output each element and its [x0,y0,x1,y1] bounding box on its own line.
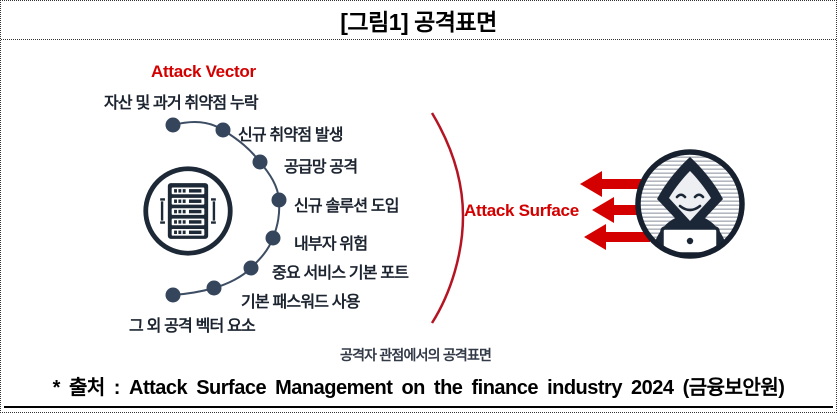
vector-item-default-port: 중요 서비스 기본 포트 [272,265,409,282]
server-rack-icon-svg [143,166,233,256]
vector-item-default-password: 기본 패스워드 사용 [241,294,360,311]
chain-node [165,117,181,133]
chain-node [165,287,181,303]
attack-surface-brace-curve [430,112,465,324]
diagram-caption: 공격자 관점에서의 공격표면 [340,347,492,363]
chain-node [252,154,268,170]
hacker-icon-svg [635,149,745,259]
vector-item-insider-risk: 내부자 위험 [294,236,368,253]
vector-item-supply-chain: 공급망 공격 [284,159,358,176]
server-rack-icon [140,163,236,259]
chain-node [265,230,281,246]
vector-item-new-solution: 신규 솔루션 도입 [294,198,400,215]
chain-node [271,192,287,208]
chain-node [215,122,231,138]
vector-item-asset-missing: 자산 및 과거 취약점 누락 [104,95,259,112]
chain-node [206,280,222,296]
vector-item-other-vectors: 그 외 공격 벡터 요소 [129,318,256,335]
chain-node [243,260,259,276]
vector-item-new-vulnerability: 신규 취약점 발생 [238,127,344,144]
source-note: * 출처 : Attack Surface Management on the … [4,371,833,408]
hacker-icon [630,144,750,264]
attack-vector-label: Attack Vector [151,62,256,81]
attack-surface-label: Attack Surface [464,201,579,220]
figure-title: [그림1] 공격표면 [1,1,836,40]
